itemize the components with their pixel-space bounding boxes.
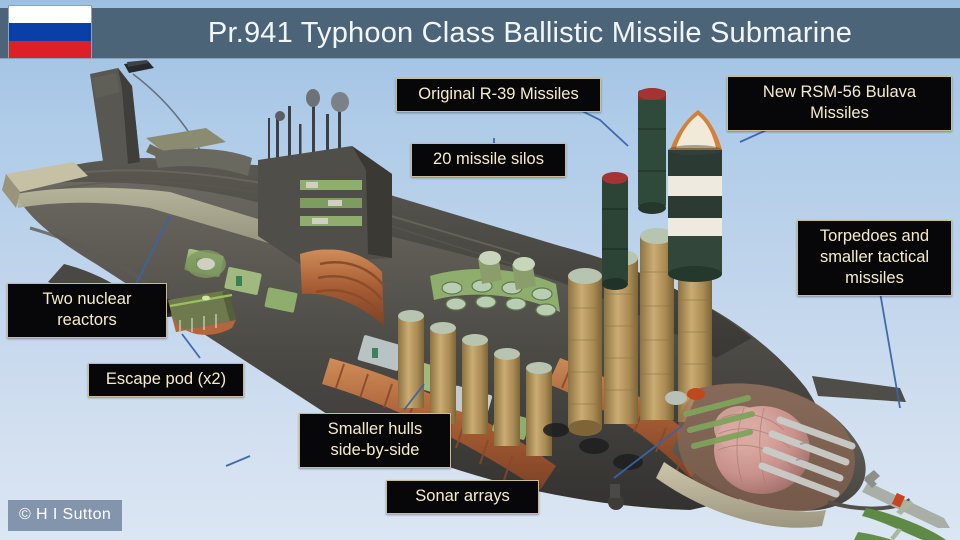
missile-silo-tubes [398, 228, 712, 470]
submarine-cutaway-illustration [0, 58, 960, 540]
russian-flag-icon [8, 5, 92, 59]
callout-original-r39-missiles: Original R-39 Missiles [396, 78, 601, 112]
callout-new-rsm56-bulava-missiles: New RSM-56 Bulava Missiles [727, 76, 952, 131]
leader-smaller-hulls-2 [225, 455, 251, 467]
leader-smaller-hulls [403, 383, 425, 411]
bow-section-cutaway [608, 376, 912, 528]
flag-stripe-white [9, 6, 91, 24]
r-39-missile [602, 172, 628, 290]
r-39-missile-group [602, 88, 666, 290]
tactical-missile [862, 500, 946, 540]
tactical-missile [854, 532, 893, 540]
aft-superstructure-cutaway [258, 146, 392, 264]
flag-stripe-red [9, 40, 91, 58]
callout-twenty-missile-silos: 20 missile silos [411, 143, 566, 177]
title-bar: Pr.941 Typhoon Class Ballistic Missile S… [0, 8, 960, 58]
torpedo-group [854, 470, 950, 540]
r-39-missile [638, 88, 666, 214]
leader-escape-pod [181, 333, 201, 359]
escape-pod [168, 290, 236, 335]
flag-stripe-blue [9, 23, 91, 41]
torpedo-tubes [758, 416, 856, 498]
copyright-watermark: © H I Sutton [8, 500, 123, 531]
leader-reactors [135, 215, 171, 285]
callout-smaller-hulls-side-by-side: Smaller hulls side-by-side [299, 413, 451, 468]
callout-sonar-arrays: Sonar arrays [386, 480, 539, 514]
sail-conning-tower [90, 68, 252, 176]
silo-hatch-open [478, 251, 536, 290]
missile-silo-bank [398, 228, 712, 470]
reactor-compartment [186, 250, 226, 278]
leader-sonar [613, 425, 683, 479]
rsm-56-bulava-missile [668, 110, 722, 282]
callout-torpedoes-and-smaller-tactical-missiles: Torpedoes and smaller tactical missiles [797, 220, 952, 296]
page-title: Pr.941 Typhoon Class Ballistic Missile S… [207, 17, 853, 49]
weapon-stowage [665, 388, 755, 449]
callout-escape-pod: Escape pod (x2) [88, 363, 244, 397]
callout-two-nuclear-reactors: Two nuclear reactors [7, 283, 167, 338]
